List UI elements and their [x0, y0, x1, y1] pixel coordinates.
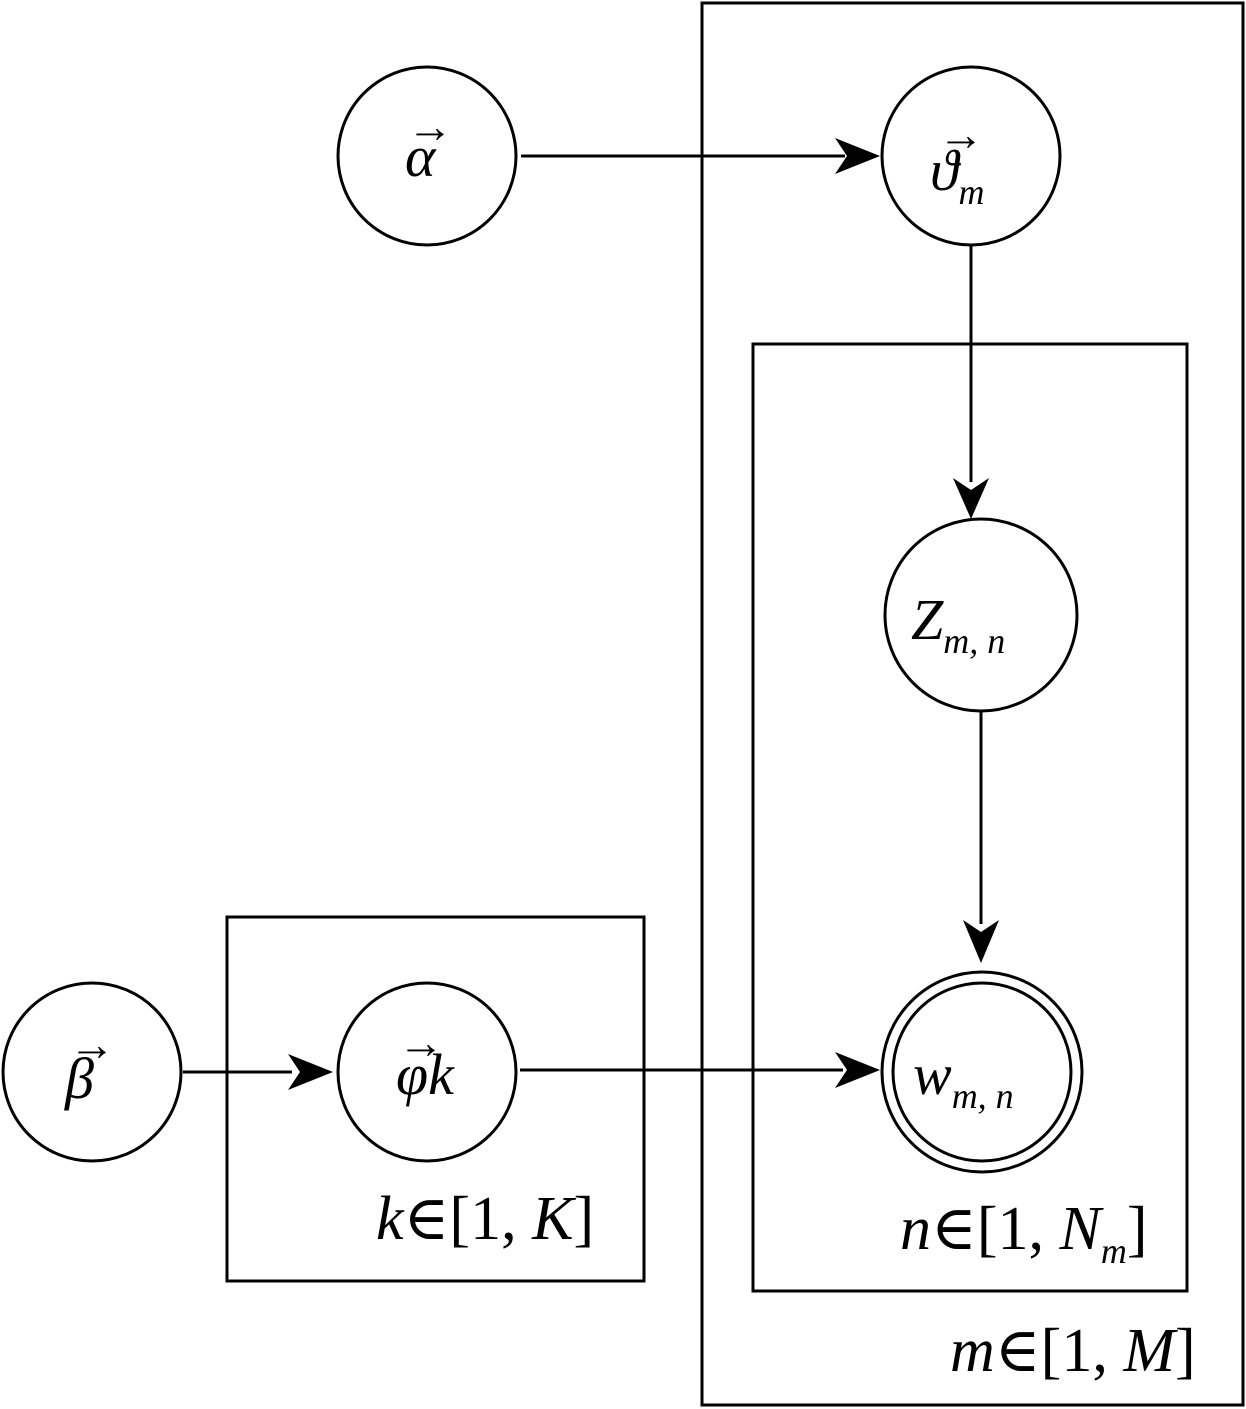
- node-alpha-label: → α: [405, 101, 453, 189]
- plate-n-label: n∈[1, Nm]: [900, 1195, 1148, 1271]
- node-z-label: Zm, n: [911, 587, 1006, 661]
- arrowhead-theta-z: [953, 478, 989, 519]
- node-w-inner: [891, 981, 1073, 1163]
- arrowhead-alpha-theta: [835, 138, 880, 174]
- arrowhead-beta-phi: [288, 1054, 333, 1090]
- arrowhead-phi-w: [835, 1052, 880, 1088]
- node-beta: [1, 981, 183, 1163]
- node-phi: [336, 981, 518, 1163]
- node-w-label: wm, n: [913, 1042, 1014, 1116]
- node-beta-label: → β: [65, 1019, 115, 1111]
- node-theta-label: → ϑm: [930, 109, 985, 212]
- node-z: [883, 517, 1079, 713]
- plate-m: [700, 1, 1245, 1407]
- plate-m-label: m∈[1, M]: [950, 1317, 1196, 1385]
- node-alpha: [336, 65, 518, 247]
- node-theta: [880, 65, 1062, 247]
- plate-k-label: k∈[1, K]: [376, 1185, 595, 1253]
- plate-k: [225, 915, 646, 1283]
- arrowhead-z-w: [963, 920, 999, 963]
- node-phi-label: → φk: [396, 1017, 454, 1107]
